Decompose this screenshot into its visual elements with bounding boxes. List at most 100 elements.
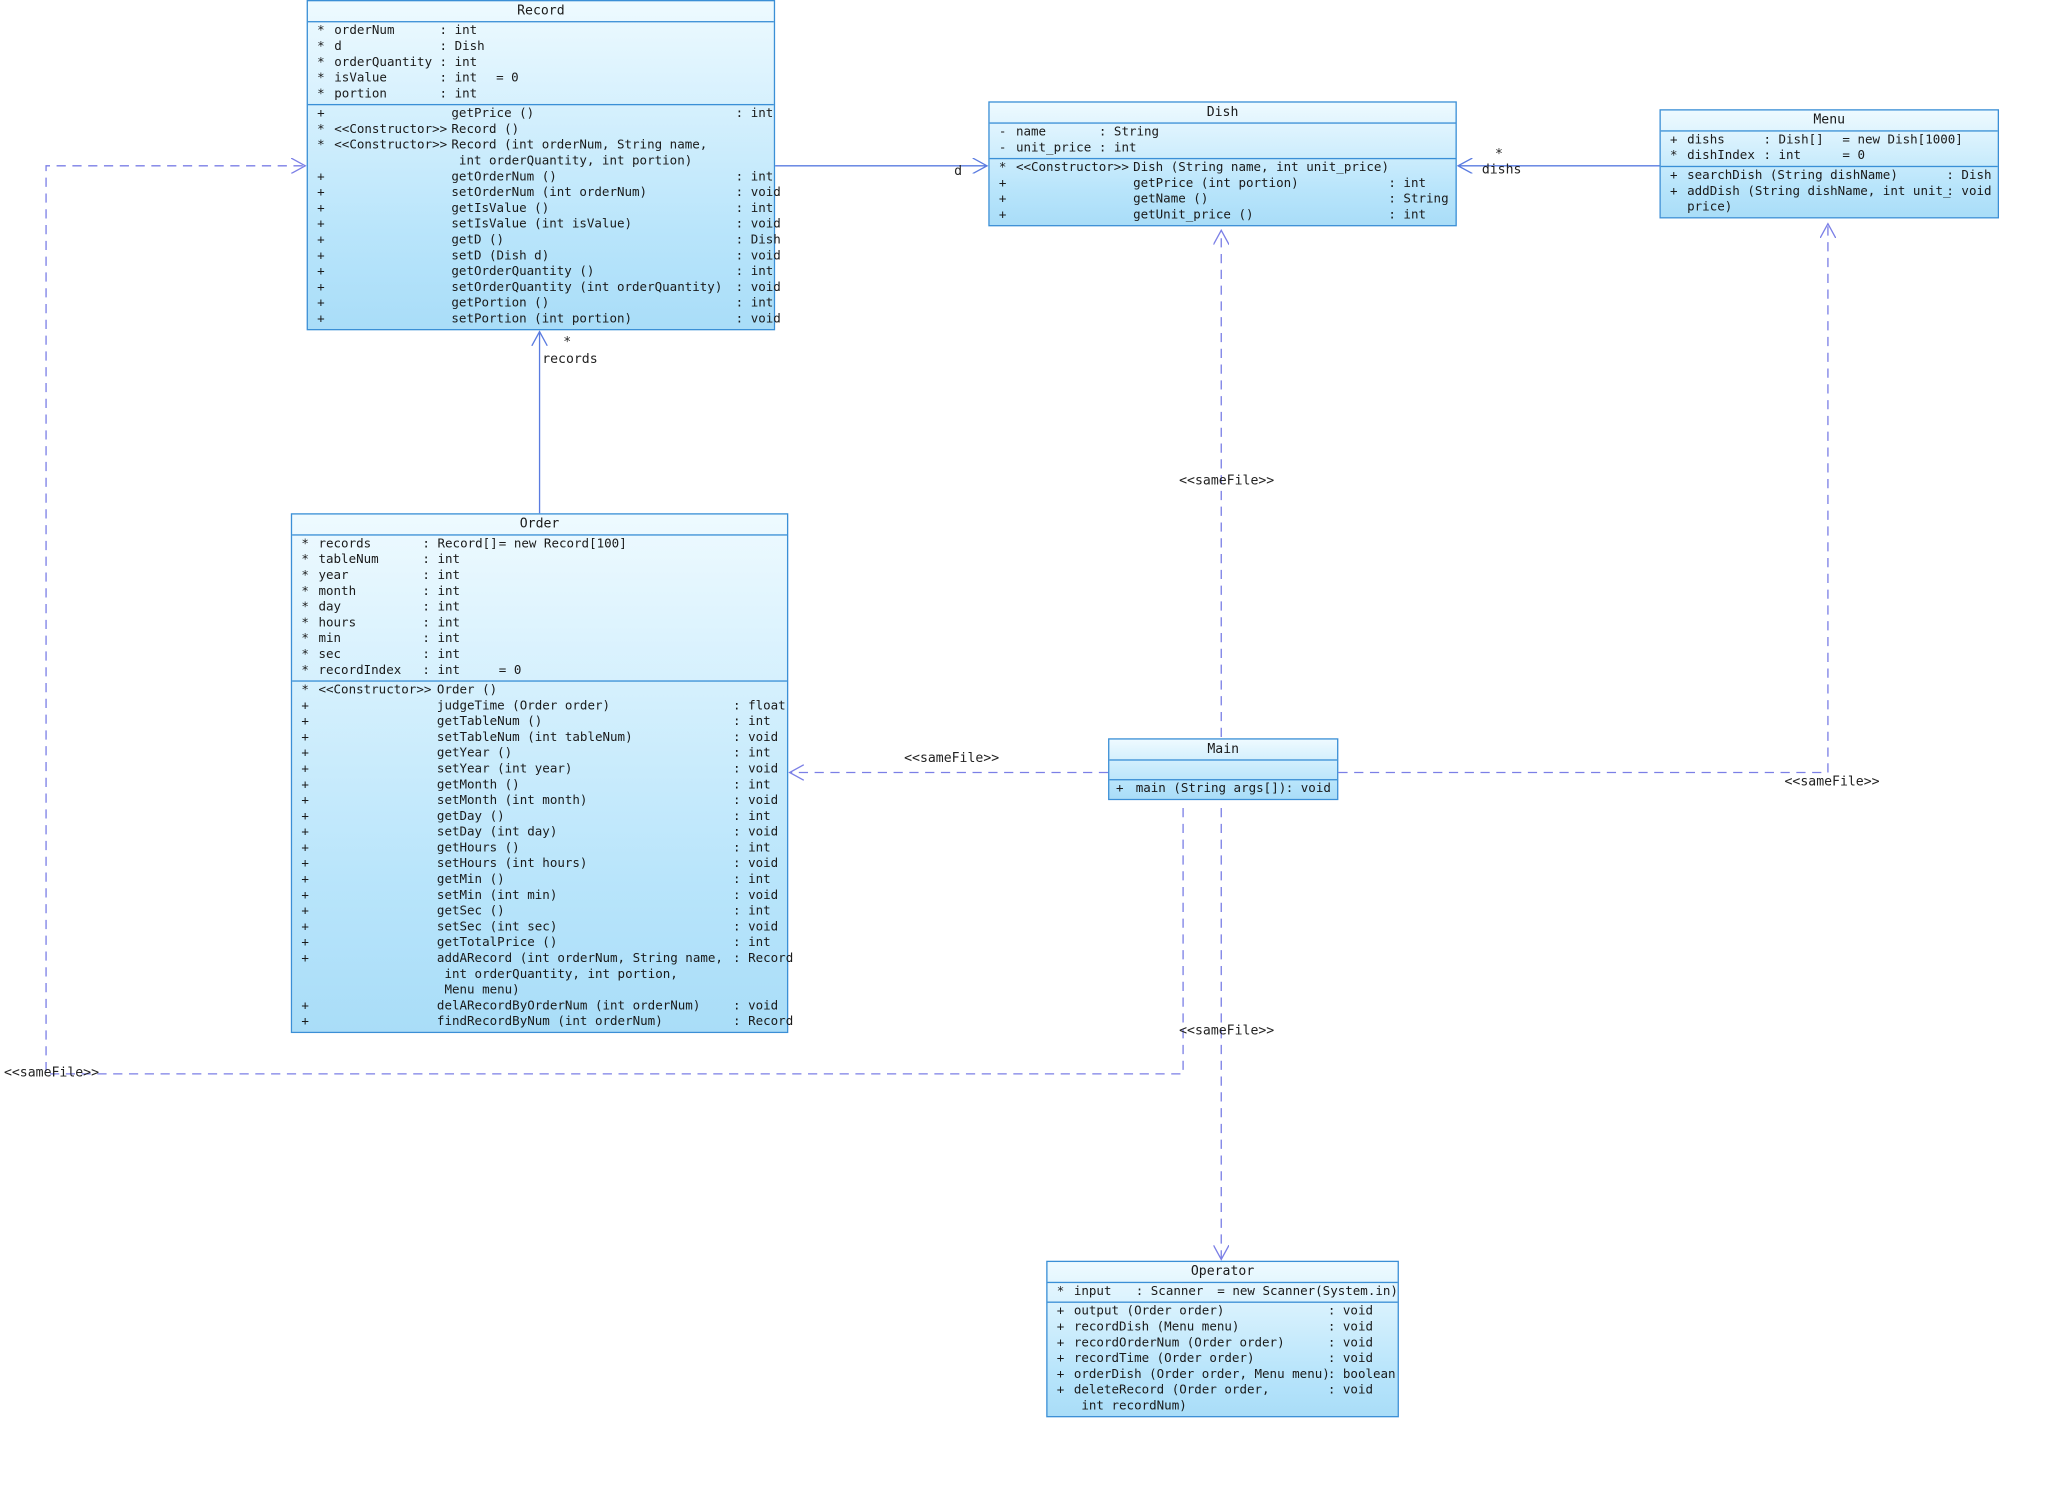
visibility: * <box>317 55 325 70</box>
operation-signature: setMonth (int month) <box>436 793 588 809</box>
visibility: + <box>301 856 309 872</box>
visibility: + <box>1056 1367 1065 1382</box>
attribute-name: orderNum <box>334 23 395 39</box>
operation-row: +setHours (int hours): void <box>296 857 783 873</box>
visibility: + <box>317 217 325 232</box>
visibility: + <box>317 169 325 185</box>
attribute-initial-value: = 0 <box>1842 148 1865 164</box>
operation-signature: searchDish (String dishName) <box>1687 168 1898 183</box>
operations-compartment: +main (String args[]): void <box>1109 780 1337 798</box>
operation-signature: getPortion () <box>451 296 550 311</box>
return-type: : int <box>1388 207 1427 223</box>
visibility: + <box>301 777 309 793</box>
attribute-row: *tableNum: int <box>296 553 783 569</box>
visibility: + <box>301 904 309 919</box>
visibility: + <box>301 698 309 714</box>
operation-row: +getIsValue (): int <box>312 201 773 217</box>
operations-compartment: *<<Constructor>>Dish (String name, int u… <box>990 159 1456 225</box>
return-type: : int <box>733 714 771 730</box>
attribute-name: name <box>1015 125 1047 140</box>
attribute-row: +dishs: Dish[]= new Dish[1000] <box>1665 133 1994 149</box>
operation-signature: main (String args[]) <box>1135 781 1287 797</box>
class-order[interactable]: Order *records: Record[]= new Record[100… <box>290 513 793 1034</box>
operation-row: +getPrice (): int <box>312 106 773 123</box>
visibility: + <box>317 232 325 248</box>
return-type: : int <box>735 169 774 185</box>
visibility: + <box>317 248 325 264</box>
operation-row: +judgeTime (Order order): float <box>296 698 785 715</box>
class-dish[interactable]: Dish -name: String-unit_price: int *<<Co… <box>988 101 1457 227</box>
samefile-label-operator: <<sameFile>> <box>1179 1023 1275 1039</box>
visibility: + <box>998 207 1007 223</box>
operation-row: int orderQuantity, int portion) <box>312 154 770 170</box>
return-type: : void <box>1327 1383 1374 1398</box>
visibility: + <box>301 872 309 887</box>
attributes-compartment <box>1109 761 1338 781</box>
operation-signature: getD () <box>451 232 505 248</box>
visibility: + <box>301 888 309 903</box>
return-type: : void <box>735 311 781 327</box>
class-operator[interactable]: Operator *input: Scanner= new Scanner(Sy… <box>1046 1260 1399 1418</box>
visibility: * <box>301 647 309 662</box>
record-dish-role-label: d <box>954 164 963 179</box>
operation-row: +searchDish (String dishName): Dish <box>1665 168 1994 184</box>
operation-row: +setOrderNum (int orderNum): void <box>312 186 781 202</box>
visibility: + <box>1670 184 1678 199</box>
operation-row: +getMin (): int <box>296 873 783 889</box>
visibility: * <box>301 568 309 583</box>
operation-signature: judgeTime (Order order) <box>436 698 611 714</box>
class-name: Main <box>1109 740 1338 761</box>
visibility: * <box>301 552 309 568</box>
return-type: : int <box>733 935 771 951</box>
attributes-compartment: +dishs: Dish[]= new Dish[1000]*dishIndex… <box>1660 132 1998 168</box>
visibility: + <box>317 106 325 122</box>
attribute-initial-value: = new Scanner(System.in) <box>1217 1284 1398 1299</box>
attribute-name: isValue <box>334 71 387 86</box>
visibility: + <box>1670 168 1678 183</box>
stereotype: <<Constructor>> <box>318 683 432 698</box>
operation-signature: getHours () <box>436 840 520 856</box>
operation-row: *<<Constructor>>Record () <box>312 122 770 138</box>
operation-row: +addARecord (int orderNum, String name,:… <box>296 951 793 967</box>
operation-row: +findRecordByNum (int orderNum): Record <box>296 1015 793 1031</box>
attribute-type: : int <box>422 584 461 599</box>
attribute-name: dishs <box>1687 132 1725 148</box>
class-menu[interactable]: Menu +dishs: Dish[]= new Dish[1000]*dish… <box>1659 109 2000 219</box>
attribute-row: *day: int <box>296 600 783 616</box>
attribute-type: : int <box>439 55 478 70</box>
visibility: * <box>317 138 325 153</box>
visibility: + <box>301 825 309 840</box>
attribute-type: : int <box>422 631 461 647</box>
operation-signature: setSec (int sec) <box>436 919 558 935</box>
return-type: : void <box>733 793 779 809</box>
class-main[interactable]: Main +main (String args[]): void <box>1108 738 1339 801</box>
return-type: : int <box>735 264 774 279</box>
attribute-type: : int <box>422 600 461 615</box>
operation-row: +getTotalPrice (): int <box>296 936 783 952</box>
return-type: : int <box>733 840 771 856</box>
operation-row: +getName (): String <box>994 192 1452 208</box>
attribute-type: : int <box>1763 148 1802 164</box>
attribute-type: : int <box>439 71 478 86</box>
attribute-row: *input: Scanner= new Scanner(System.in) <box>1051 1284 1398 1300</box>
return-type: : void <box>733 825 779 840</box>
return-type: : int <box>733 872 771 887</box>
visibility: + <box>301 793 309 809</box>
order-record-role-label: records <box>542 352 598 368</box>
operation-signature: Record (int orderNum, String name, <box>451 138 708 153</box>
attribute-initial-value: = 0 <box>496 71 519 86</box>
return-type: : void <box>735 185 781 201</box>
visibility: + <box>301 935 309 951</box>
return-type: : Record <box>733 951 794 966</box>
operation-row: +getDay (): int <box>296 809 783 825</box>
return-type: : int <box>733 777 771 793</box>
return-type: : Dish <box>735 232 781 248</box>
operation-signature: int orderQuantity, int portion, <box>436 967 678 982</box>
visibility: * <box>301 631 309 647</box>
visibility: * <box>301 600 309 615</box>
attribute-row: *dishIndex: int= 0 <box>1665 149 1994 165</box>
operation-row: +deleteRecord (Order order,: void <box>1051 1383 1393 1399</box>
class-record[interactable]: Record *orderNum: int*d: Dish*orderQuant… <box>306 0 781 331</box>
operation-signature: Menu menu) <box>436 983 520 998</box>
